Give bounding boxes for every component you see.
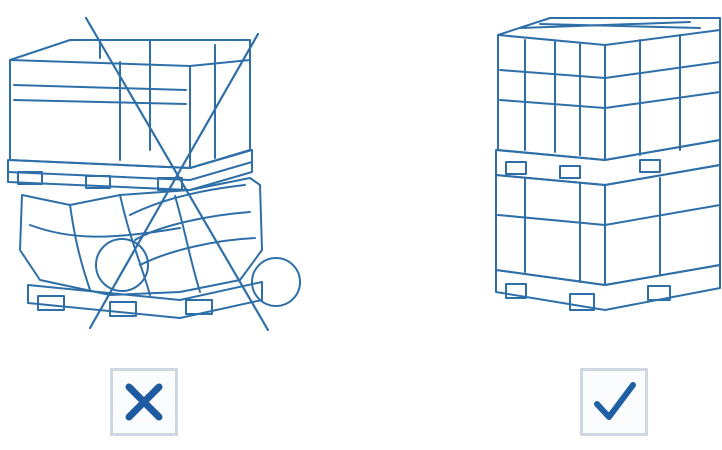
bottom-pallet	[27, 281, 263, 319]
correct-top-load	[497, 17, 721, 161]
correct-lower-load	[495, 164, 721, 286]
cross-out-lines	[84, 16, 270, 332]
correct-badge	[580, 368, 648, 436]
top-load-box	[9, 39, 251, 169]
damage-circle-right	[251, 257, 301, 307]
top-pallet	[7, 149, 253, 191]
incorrect-badge	[110, 368, 178, 436]
checkmark-icon	[594, 382, 636, 420]
tilted-lower-load	[19, 177, 263, 296]
cross-icon	[125, 383, 163, 421]
damage-circle-left	[95, 238, 149, 292]
correct-bottom-pallet	[495, 264, 721, 311]
